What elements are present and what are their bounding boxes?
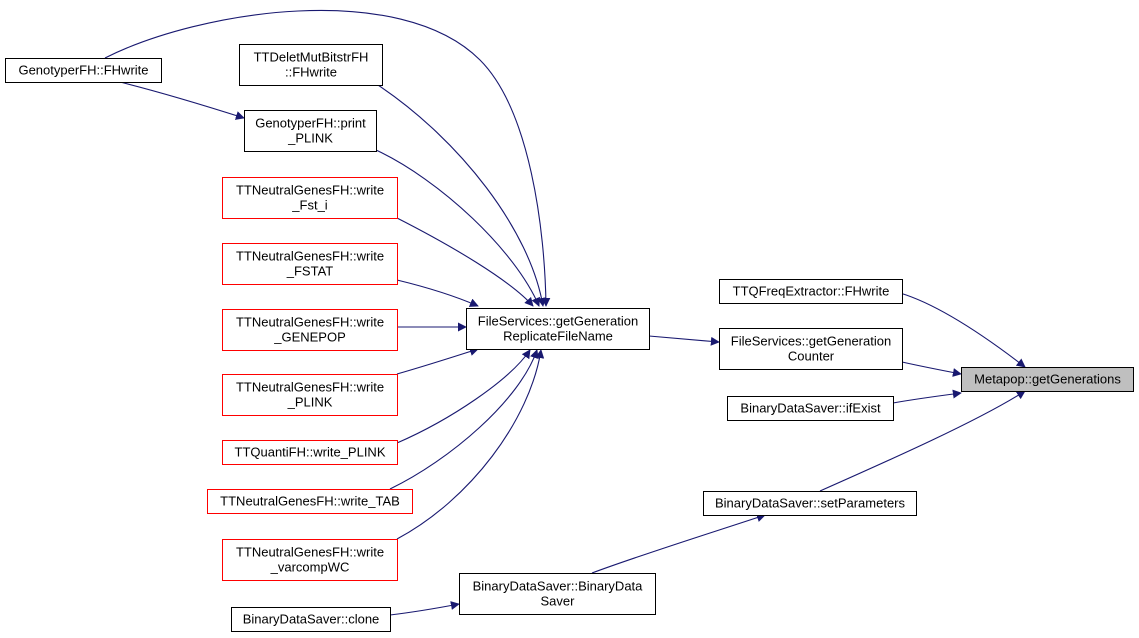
edge-fileservices-getgenerationcounter-to-metapop-getgenerations [901,361,962,377]
node-box-ttneutralgenesfh-write-plink [222,374,398,416]
node-binarydatasaver-setparameters[interactable]: BinaryDataSaver::setParameters [703,491,917,516]
node-label-ttneutralgenesfh-write-fstat-line-2: _FSTAT [286,264,334,279]
edge-genotyperfh-fhwrite-to-fileservices-getgenerationreplicatefilename [104,9,551,307]
edge-binarydatasaver-clone-to-binarydatasaver-binarydatasaver [389,601,460,616]
node-label-ttneutralgenesfh-write-genepop-line-1: TTNeutralGenesFH::write [236,315,384,330]
node-label-ttdeletmutbitstrfh-fhwrite-line-2: ::FHwrite [285,65,337,80]
node-box-genotyperfh-fhwrite [5,58,162,83]
edge-binarydatasaver-binarydatasaver-to-binarydatasaver-setparameters [591,513,766,574]
node-label-ttneutralgenesfh-write-fstat-line-1: TTNeutralGenesFH::write [236,249,384,264]
node-box-ttneutralgenesfh-write-tab [207,489,413,514]
node-box-ttqfreqextractor-fhwrite [719,279,903,304]
edge-ttquantifh-write-plink-to-fileservices-getgenerationreplicatefilename [396,349,531,444]
node-box-fileservices-getgenerationreplicatefilename [466,308,650,350]
node-ttneutralgenesfh-write-fstat[interactable]: TTNeutralGenesFH::write_FSTAT [222,243,398,285]
edge-ttneutralgenesfh-write-tab-to-fileservices-getgenerationreplicatefilename [389,349,539,490]
node-label-fileservices-getgenerationreplicatefilename-line-2: ReplicateFileName [503,329,613,344]
edge-ttqfreqextractor-fhwrite-to-metapop-getgenerations [899,292,1026,368]
edge-ttneutralgenesfh-write-plink-to-fileservices-getgenerationreplicatefilename [396,347,479,375]
node-label-ttneutralgenesfh-write-plink-line-1: TTNeutralGenesFH::write [236,380,384,395]
node-ttneutralgenesfh-write-varcompwc[interactable]: TTNeutralGenesFH::write_varcompWC [222,539,398,581]
node-box-ttneutralgenesfh-write-fstat [222,243,398,285]
edge-binarydatasaver-setparameters-to-metapop-getgenerations [819,390,1026,492]
node-box-fileservices-getgenerationcounter [719,328,903,370]
node-box-ttneutralgenesfh-write-fst-i [222,177,398,219]
node-label-genotyperfh-print-plink-line-2: _PLINK [287,131,333,146]
node-genotyperfh-fhwrite[interactable]: GenotyperFH::FHwrite [5,58,162,83]
node-label-binarydatasaver-clone: BinaryDataSaver::clone [243,612,380,627]
node-box-genotyperfh-print-plink [244,110,377,152]
node-label-ttneutralgenesfh-write-tab: TTNeutralGenesFH::write_TAB [220,494,400,509]
node-metapop-getgenerations[interactable]: Metapop::getGenerations [961,367,1134,392]
edge-ttneutralgenesfh-write-varcompwc-to-fileservices-getgenerationreplicatefilename [396,349,545,540]
node-binarydatasaver-ifexist[interactable]: BinaryDataSaver::ifExist [727,396,894,421]
node-label-ttneutralgenesfh-write-varcompwc-line-2: _varcompWC [270,560,350,575]
node-label-metapop-getgenerations: Metapop::getGenerations [974,372,1121,387]
node-label-binarydatasaver-setparameters: BinaryDataSaver::setParameters [715,496,906,511]
node-label-ttdeletmutbitstrfh-fhwrite-line-1: TTDeletMutBitstrFH [254,50,369,65]
node-ttneutralgenesfh-write-plink[interactable]: TTNeutralGenesFH::write_PLINK [222,374,398,416]
node-ttneutralgenesfh-write-genepop[interactable]: TTNeutralGenesFH::write_GENEPOP [222,309,398,351]
node-ttquantifh-write-plink[interactable]: TTQuantiFH::write_PLINK [222,440,398,465]
edge-genotyperfh-print-plink-to-fileservices-getgenerationreplicatefilename [375,149,540,307]
node-box-binarydatasaver-clone [231,607,391,632]
node-label-genotyperfh-fhwrite: GenotyperFH::FHwrite [18,63,148,78]
edge-binarydatasaver-ifexist-to-metapop-getgenerations [892,389,962,404]
node-box-ttneutralgenesfh-write-varcompwc [222,539,398,581]
node-label-ttneutralgenesfh-write-varcompwc-line-1: TTNeutralGenesFH::write [236,545,384,560]
node-box-binarydatasaver-ifexist [727,396,894,421]
node-ttneutralgenesfh-write-fst-i[interactable]: TTNeutralGenesFH::write_Fst_i [222,177,398,219]
node-label-ttquantifh-write-plink: TTQuantiFH::write_PLINK [235,445,386,460]
node-label-fileservices-getgenerationcounter-line-2: Counter [788,349,835,364]
node-label-binarydatasaver-binarydatasaver-line-2: Saver [541,594,576,609]
edge-ttneutralgenesfh-write-fst-i-to-fileservices-getgenerationreplicatefilename [396,217,534,307]
node-label-ttneutralgenesfh-write-plink-line-2: _PLINK [287,395,333,410]
node-ttqfreqextractor-fhwrite[interactable]: TTQFreqExtractor::FHwrite [719,279,903,304]
node-binarydatasaver-clone[interactable]: BinaryDataSaver::clone [231,607,391,632]
node-label-genotyperfh-print-plink-line-1: GenotyperFH::print [255,116,366,131]
node-label-ttneutralgenesfh-write-fst-i-line-2: _Fst_i [291,198,328,213]
node-label-fileservices-getgenerationreplicatefilename-line-1: FileServices::getGeneration [478,314,638,329]
node-label-ttneutralgenesfh-write-genepop-line-2: _GENEPOP [273,330,346,345]
nodes-layer: Metapop::getGenerations TTQFreqExtractor:… [5,44,1134,632]
edge-genotyperfh-fhwrite-to-genotyperfh-print-plink [119,81,245,120]
node-ttneutralgenesfh-write-tab[interactable]: TTNeutralGenesFH::write_TAB [207,489,413,514]
node-box-ttneutralgenesfh-write-genepop [222,309,398,351]
node-box-binarydatasaver-binarydatasaver [459,573,656,615]
node-label-ttqfreqextractor-fhwrite: TTQFreqExtractor::FHwrite [733,284,890,299]
node-label-binarydatasaver-ifexist: BinaryDataSaver::ifExist [740,401,881,416]
node-box-ttquantifh-write-plink [222,440,398,465]
node-label-binarydatasaver-binarydatasaver-line-1: BinaryDataSaver::BinaryData [473,579,644,594]
node-box-binarydatasaver-setparameters [703,491,917,516]
edge-ttdeletmutbitstrfh-fhwrite-to-fileservices-getgenerationreplicatefilename [377,84,547,307]
node-genotyperfh-print-plink[interactable]: GenotyperFH::print_PLINK [244,110,377,152]
node-ttdeletmutbitstrfh-fhwrite[interactable]: TTDeletMutBitstrFH::FHwrite [239,44,383,86]
edges-layer [104,9,1026,616]
edge-ttneutralgenesfh-write-fstat-to-fileservices-getgenerationreplicatefilename [396,279,479,307]
node-label-ttneutralgenesfh-write-fst-i-line-1: TTNeutralGenesFH::write [236,183,384,198]
node-label-fileservices-getgenerationcounter-line-1: FileServices::getGeneration [731,334,891,349]
edge-fileservices-getgenerationreplicatefilename-to-fileservices-getgenerationcounter [648,335,720,346]
node-box-metapop-getgenerations [961,367,1134,392]
node-box-ttdeletmutbitstrfh-fhwrite [239,44,383,86]
node-fileservices-getgenerationreplicatefilename[interactable]: FileServices::getGenerationReplicateFile… [466,308,650,350]
node-binarydatasaver-binarydatasaver[interactable]: BinaryDataSaver::BinaryDataSaver [459,573,656,615]
